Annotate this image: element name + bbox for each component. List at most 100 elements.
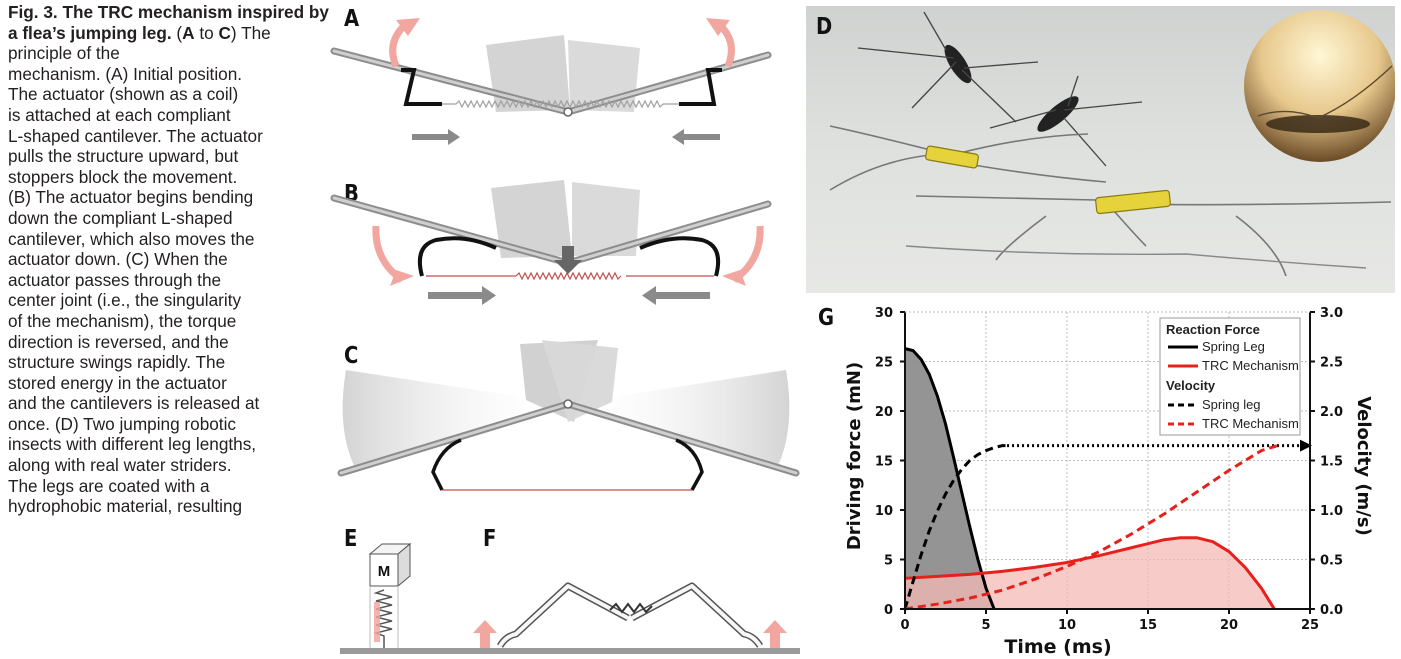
wedge-right xyxy=(572,182,640,256)
actuator-coil xyxy=(442,99,679,109)
pull-arrow-left-head xyxy=(482,286,496,305)
lift-arrow-right-head xyxy=(763,620,787,633)
robot-1-legs xyxy=(829,125,1107,191)
ground-plate xyxy=(470,648,800,654)
leg-right xyxy=(630,582,764,648)
caption-line: insects with different leg lengths, xyxy=(8,434,257,455)
lift-arrow-left-head xyxy=(473,620,497,633)
swing-arrowhead-left xyxy=(396,18,420,36)
rod-left-hl xyxy=(339,402,570,475)
robot-1-body xyxy=(925,145,979,169)
caption-line: is attached at each compliant xyxy=(8,104,231,125)
x-tick-label: 20 xyxy=(1220,618,1238,633)
inset-legs xyxy=(1257,65,1393,119)
caption-fig-label: Fig. 3. xyxy=(8,2,58,22)
figure-caption: Fig. 3. The TRC mechanism inspired by a … xyxy=(8,2,330,659)
caption-line: pulls the structure upward, but xyxy=(8,146,239,167)
series-velocity-spring-leg xyxy=(903,444,1008,610)
caption-range-c: C xyxy=(218,22,231,43)
pull-arrow-right-shaft xyxy=(654,292,710,299)
strider-1-leg xyxy=(857,47,955,59)
caption-line: The actuator (shown as a coil) xyxy=(8,84,239,105)
cantilever-right xyxy=(639,236,721,277)
pull-arrow-right-head xyxy=(672,129,684,145)
y-right-tick-label: 1.5 xyxy=(1320,455,1343,470)
caption-line: The legs are coated with a xyxy=(8,475,210,496)
strider-2-leg xyxy=(1063,117,1107,167)
caption-line: stored energy in the actuator xyxy=(8,372,227,393)
caption-line: center joint (i.e., the singularity xyxy=(8,290,242,311)
y-left-tick-label: 5 xyxy=(884,554,893,569)
pull-arrow-left-shaft xyxy=(412,134,450,140)
rod-right-hl xyxy=(566,202,770,265)
strider-2-leg xyxy=(989,109,1057,129)
caption-line: down the compliant L-shaped xyxy=(8,207,233,228)
chart-series xyxy=(903,347,1312,611)
panel-label-c: C xyxy=(344,343,359,369)
cantilever-right xyxy=(679,68,722,106)
caption-line: stoppers block the movement. xyxy=(8,166,238,187)
y-right-tick-label: 3.0 xyxy=(1320,306,1343,321)
down-arrow-head xyxy=(554,260,582,274)
strider-1-leg xyxy=(923,11,947,51)
actuator-coil xyxy=(515,271,622,281)
strider-1-body xyxy=(944,44,972,84)
rod-left-hl xyxy=(332,49,570,114)
rod-right-hl xyxy=(566,402,798,475)
y-left-tick-label: 15 xyxy=(875,455,893,470)
mass-label: M xyxy=(378,563,391,580)
cantilever-left xyxy=(417,236,497,277)
pull-arrow-left-shaft xyxy=(428,292,484,299)
series-velocity-trc-mechanism xyxy=(904,444,1279,611)
legend-item: TRC Mechanism xyxy=(1202,358,1299,373)
pull-arrow-left-head xyxy=(448,129,460,145)
caption-line: direction is reversed, and the xyxy=(8,331,229,352)
strider-2-leg xyxy=(1063,101,1143,111)
caption-line: of the mechanism), the torque xyxy=(8,310,237,331)
panel-e-diagram: M xyxy=(340,542,800,654)
area-fill-spring-leg xyxy=(905,348,995,609)
cantilever-right xyxy=(675,438,704,491)
panel-d-photo: D xyxy=(806,6,1395,293)
strider-1-leg xyxy=(963,61,1039,69)
y-right-tick-label: 2.0 xyxy=(1320,405,1343,420)
caption-title-text: The TRC mechanism inspired by a flea’s j… xyxy=(8,2,329,43)
y-left-tick-label: 0 xyxy=(884,603,893,618)
robot-2-legs xyxy=(915,195,1392,277)
panel-f-diagram xyxy=(470,582,800,654)
lift-arrow-left-shaft xyxy=(480,632,490,648)
strider-1-leg xyxy=(961,69,1017,123)
caption-range-a: A xyxy=(182,22,195,43)
caption-line: cantilever, which also moves the xyxy=(8,228,255,249)
legend-item: Spring leg xyxy=(1202,397,1261,412)
caption-line: structure swings rapidly. The xyxy=(8,352,226,373)
y-left-axis-label: Driving force (mN) xyxy=(844,362,865,550)
legend-group-title: Velocity xyxy=(1166,378,1216,393)
panel-label-e: E xyxy=(344,526,358,552)
caption-line: (B) The actuator begins bending xyxy=(8,187,254,208)
inset-circle xyxy=(1244,10,1395,162)
x-axis-label: Time (ms) xyxy=(1004,636,1111,658)
center-joint xyxy=(563,399,573,409)
legend-item: TRC Mechanism xyxy=(1202,416,1299,431)
panel-a-diagram xyxy=(330,18,772,145)
legend-box xyxy=(1159,317,1301,436)
y-left-tick-label: 30 xyxy=(875,306,893,321)
strider-1-leg xyxy=(911,61,957,109)
rod-left-hl xyxy=(332,196,570,265)
strider-2-leg xyxy=(1067,75,1079,107)
pull-arrow-right-head xyxy=(642,286,656,305)
center-mechanism xyxy=(609,602,653,614)
panel-label-a: A xyxy=(344,6,360,32)
robot-2-body xyxy=(1095,189,1171,215)
y-left-tick-label: 25 xyxy=(875,356,893,371)
legend-group-title: Reaction Force xyxy=(1166,322,1260,337)
panel-label-g: G xyxy=(818,305,835,331)
y-left-tick-label: 10 xyxy=(875,504,893,519)
rod-right-hl xyxy=(566,53,770,114)
legend: Reaction Force Spring Leg TRC Mechanism … xyxy=(1159,317,1301,436)
y-right-axis-label: Velocity (m/s) xyxy=(1353,396,1374,536)
swing-arrowhead-left xyxy=(390,270,414,286)
